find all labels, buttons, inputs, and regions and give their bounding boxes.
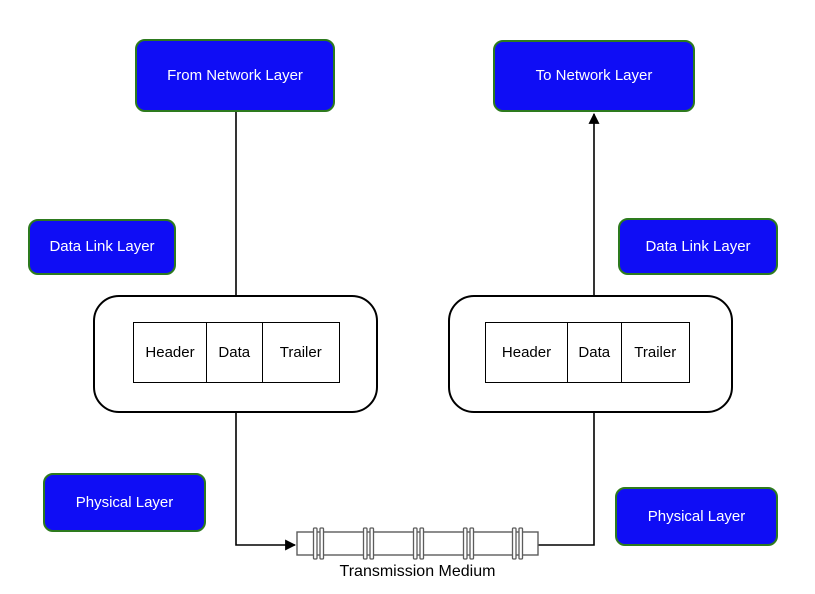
receiver-frame-trailer-cell: Trailer: [620, 322, 690, 383]
transmission-medium-bar: [296, 527, 539, 560]
receiver-frame-cells: Header Data Trailer: [485, 322, 690, 383]
medium-connector: [312, 527, 325, 560]
medium-connector: [412, 527, 425, 560]
medium-connector: [362, 527, 375, 560]
to-network-layer-box: To Network Layer: [493, 40, 695, 112]
sender-frame-trailer-cell: Trailer: [261, 322, 340, 383]
transmission-medium-label: Transmission Medium: [339, 563, 496, 580]
receiver-data-link-layer-label: Data Link Layer: [618, 218, 778, 275]
from-network-layer-box: From Network Layer: [135, 39, 335, 112]
medium-connector: [462, 527, 475, 560]
sender-physical-layer-label: Physical Layer: [43, 473, 206, 532]
receiver-frame-header-cell: Header: [485, 322, 568, 383]
sender-data-link-layer-label: Data Link Layer: [28, 219, 176, 275]
receiver-physical-layer-label: Physical Layer: [615, 487, 778, 546]
sender-frame-data-cell: Data: [205, 322, 263, 383]
medium-connector: [511, 527, 524, 560]
sender-frame-cells: Header Data Trailer: [133, 322, 340, 383]
sender-frame-header-cell: Header: [133, 322, 207, 383]
receiver-frame-data-cell: Data: [566, 322, 622, 383]
